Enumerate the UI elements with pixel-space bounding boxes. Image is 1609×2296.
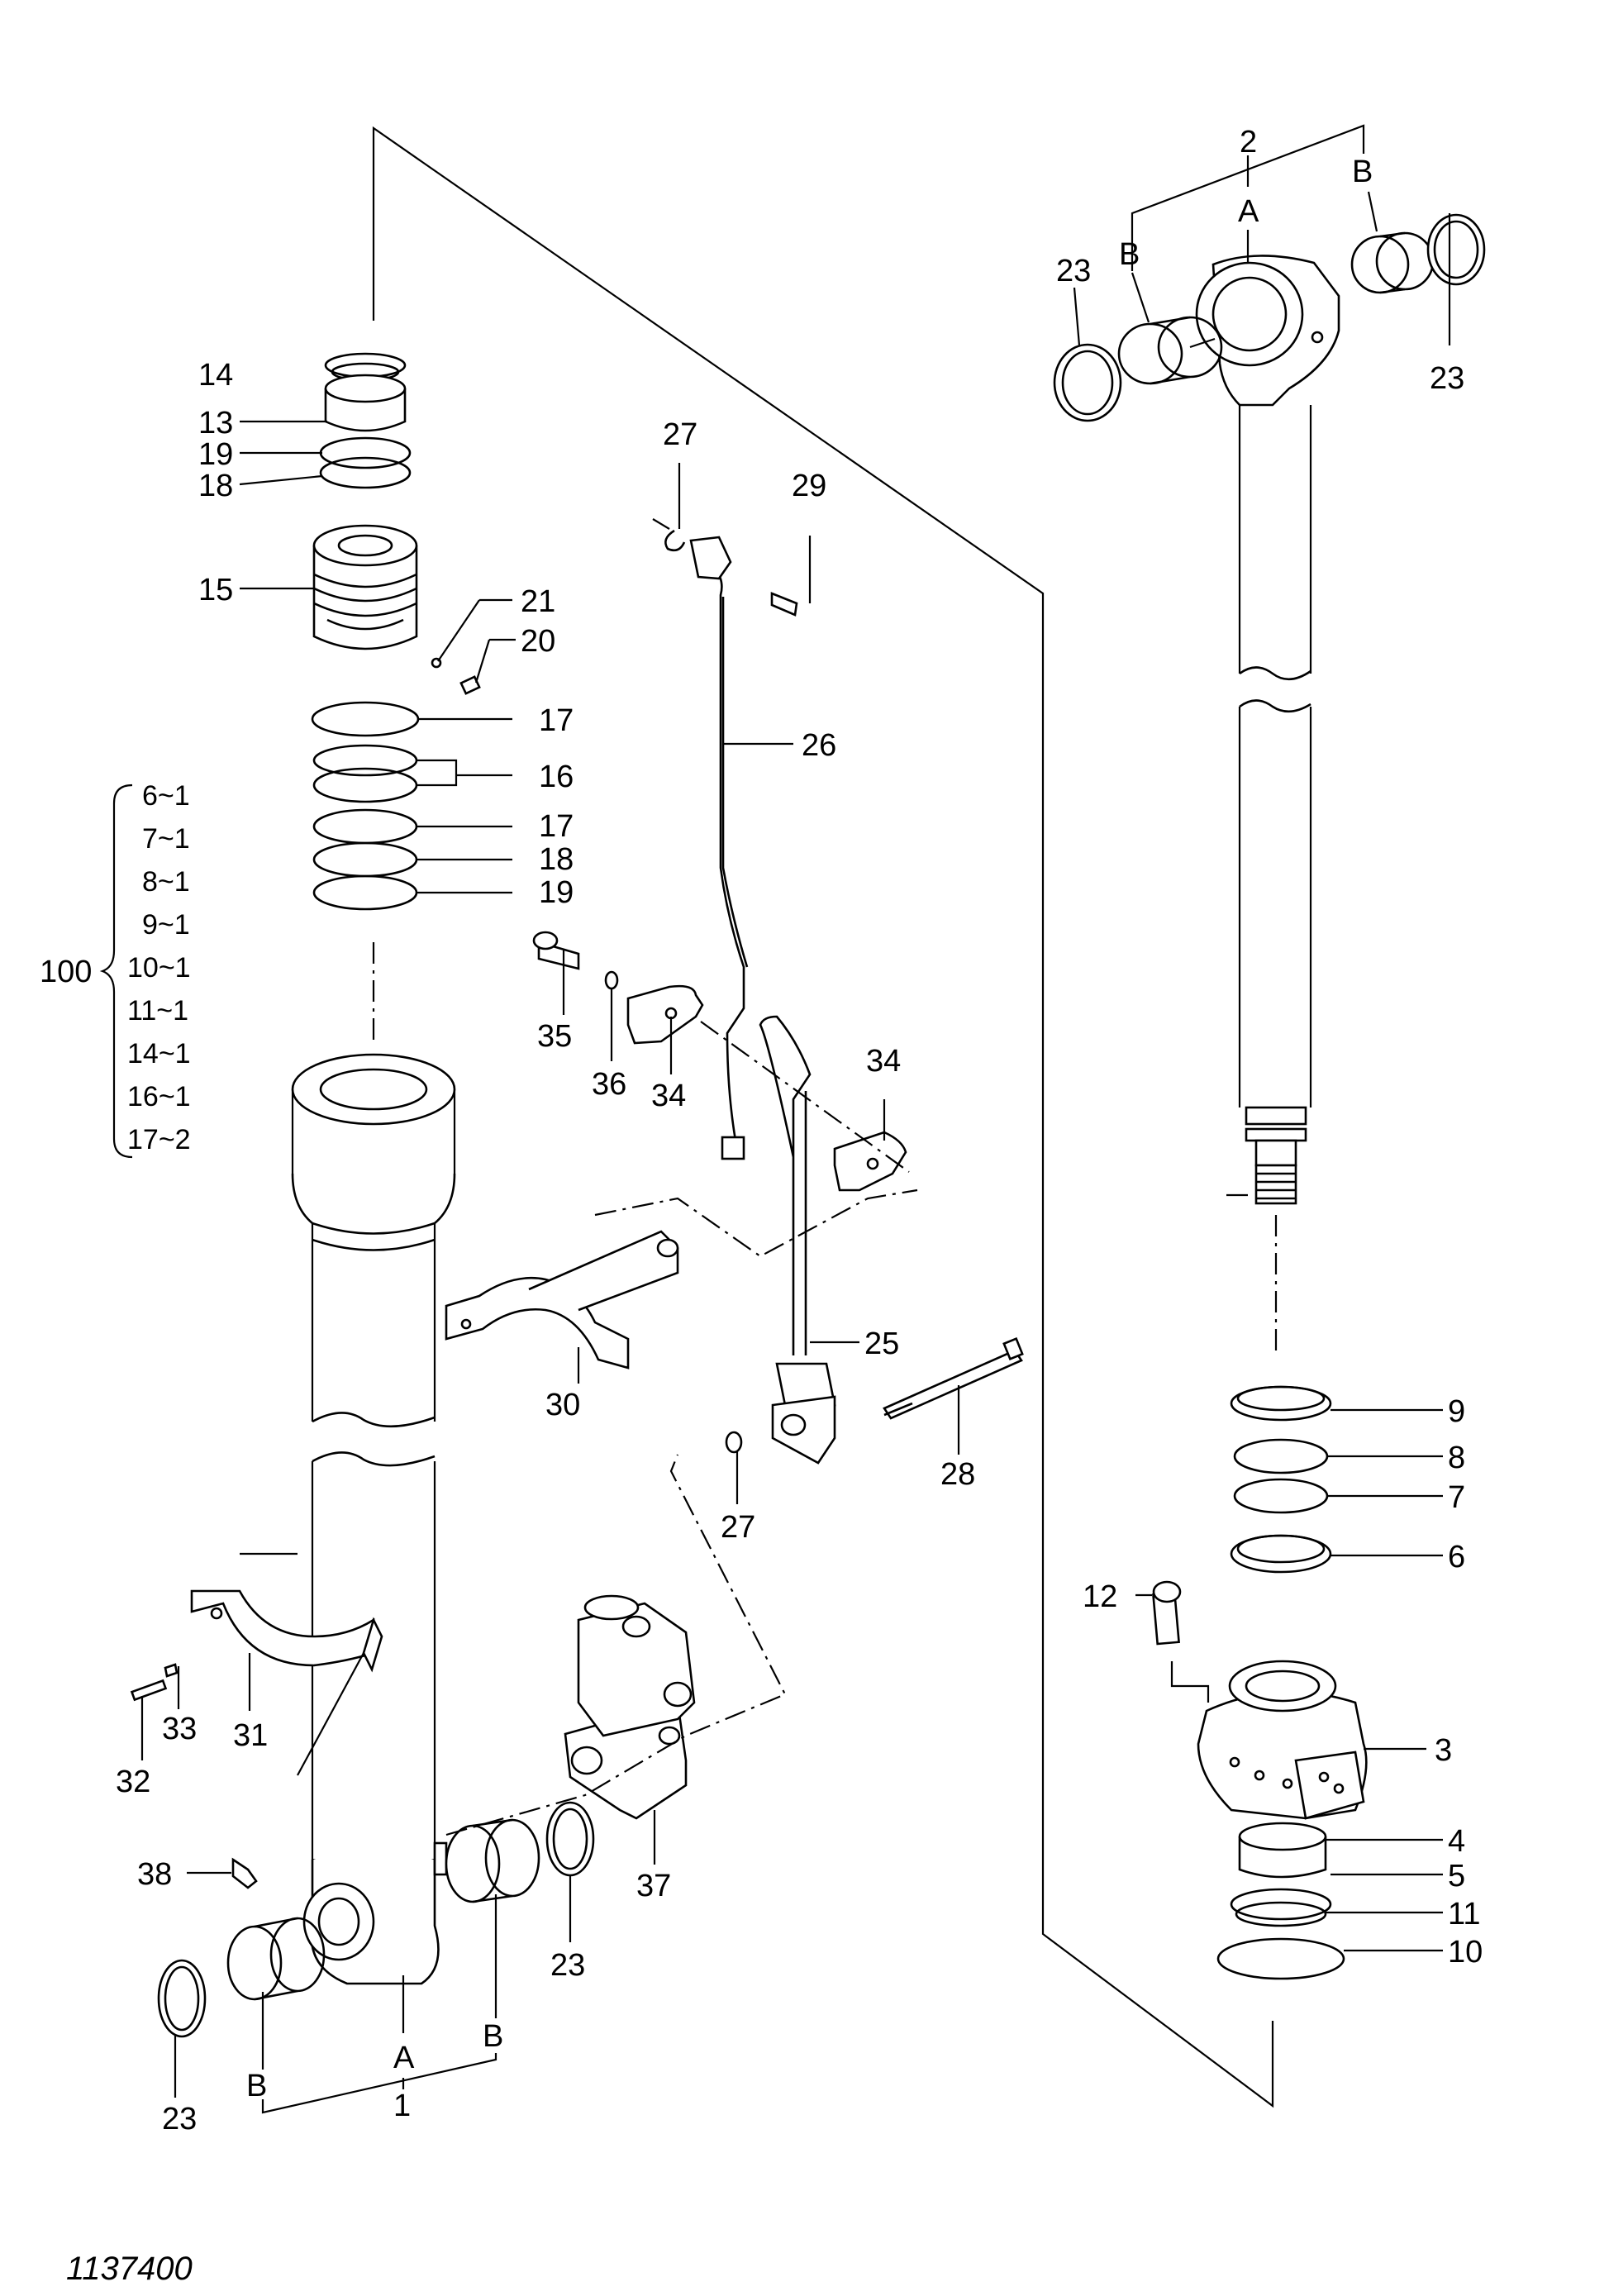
callout-18: 18 xyxy=(198,469,233,503)
rod-cover-seals xyxy=(1216,1822,1345,1980)
assembly-outline xyxy=(372,126,1274,2108)
callout-20: 20 xyxy=(521,624,555,659)
label-B-bottom-left: B xyxy=(246,2069,267,2103)
callout-28: 28 xyxy=(940,1457,975,1492)
callout-12: 12 xyxy=(1083,1579,1117,1614)
seal-stack-top xyxy=(311,352,481,1041)
callout-25: 25 xyxy=(864,1327,899,1361)
rod-seals xyxy=(1230,1385,1332,1574)
callout-7: 7 xyxy=(1448,1480,1465,1515)
bottom-bushings xyxy=(157,1801,595,2038)
callout-23-left-bottom: 23 xyxy=(162,2102,197,2136)
callout-labels: 14 13 19 18 15 21 20 17 16 17 18 19 27 2… xyxy=(116,125,1483,2136)
kit-item: 10~1 xyxy=(127,952,191,984)
clamp-30 xyxy=(445,1230,679,1370)
callout-8: 8 xyxy=(1448,1441,1465,1475)
valve-block-37 xyxy=(564,1594,696,1820)
leader-lines xyxy=(140,124,1451,2114)
callout-23-top-right: 23 xyxy=(1430,361,1464,396)
callout-14: 14 xyxy=(198,358,233,393)
kit-item: 11~1 xyxy=(127,995,188,1027)
kit-item: 9~1 xyxy=(142,909,190,941)
callout-34-right: 34 xyxy=(866,1044,901,1079)
callout-32: 32 xyxy=(116,1765,150,1799)
callout-6: 6 xyxy=(1448,1540,1465,1574)
callout-15: 15 xyxy=(198,573,233,607)
callout-37: 37 xyxy=(636,1869,671,1903)
callout-16: 16 xyxy=(539,760,574,794)
callout-30: 30 xyxy=(545,1388,580,1422)
callout-5: 5 xyxy=(1448,1859,1465,1893)
cylinder-tube xyxy=(291,1053,456,1985)
callout-19-lower: 19 xyxy=(539,875,574,910)
kit-item: 6~1 xyxy=(142,780,190,812)
piston-rod xyxy=(1053,213,1486,1355)
brackets-34 xyxy=(532,931,910,1192)
callout-17-lower: 17 xyxy=(539,809,574,844)
top-fittings xyxy=(652,518,686,552)
callout-23-top-left: 23 xyxy=(1056,254,1091,288)
callout-13: 13 xyxy=(198,406,233,441)
callout-9: 9 xyxy=(1448,1394,1465,1429)
kit-item: 14~1 xyxy=(127,1038,191,1069)
callout-27-lower: 27 xyxy=(721,1510,755,1545)
callout-10: 10 xyxy=(1448,1935,1483,1970)
clamp-31 xyxy=(130,1589,383,1702)
callout-34: 34 xyxy=(651,1079,686,1113)
kit-label: 100 xyxy=(40,955,92,989)
callout-27: 27 xyxy=(663,417,697,452)
tube-25 xyxy=(725,1015,1024,1465)
kit-item: 8~1 xyxy=(142,866,190,898)
rod-cover-3 xyxy=(1152,1580,1368,1820)
callout-35: 35 xyxy=(537,1019,572,1054)
label-B-top-right: B xyxy=(1352,155,1373,189)
callout-2: 2 xyxy=(1240,125,1257,160)
callout-17: 17 xyxy=(539,703,574,738)
tube-26 xyxy=(689,536,798,1160)
callout-23-right-bottom: 23 xyxy=(550,1948,585,1983)
callout-38: 38 xyxy=(137,1857,172,1892)
label-B-top-left: B xyxy=(1119,237,1140,272)
callout-19: 19 xyxy=(198,437,233,472)
kit-item: 16~1 xyxy=(127,1081,191,1112)
callout-21: 21 xyxy=(521,584,555,619)
callout-31: 31 xyxy=(233,1718,268,1753)
callout-33: 33 xyxy=(162,1712,197,1746)
figure-id: 1137400 xyxy=(66,2251,193,2287)
kit-list: 100 6~1 7~1 8~1 9~1 10~1 11~1 14~1 16~1 … xyxy=(40,780,191,1155)
kit-item: 7~1 xyxy=(142,823,190,855)
label-A-top: A xyxy=(1238,194,1259,229)
callout-1: 1 xyxy=(393,2089,411,2123)
callout-11: 11 xyxy=(1448,1897,1480,1932)
label-B-bottom-right: B xyxy=(483,2019,503,2054)
callout-29: 29 xyxy=(792,469,826,503)
callout-26: 26 xyxy=(802,728,836,763)
label-A-bottom: A xyxy=(393,2041,415,2075)
kit-item: 17~2 xyxy=(127,1124,191,1155)
callout-36: 36 xyxy=(592,1067,626,1102)
callout-4: 4 xyxy=(1448,1824,1465,1859)
callout-3: 3 xyxy=(1435,1733,1452,1768)
kit-brace xyxy=(99,784,133,1159)
callout-18-lower: 18 xyxy=(539,842,574,877)
